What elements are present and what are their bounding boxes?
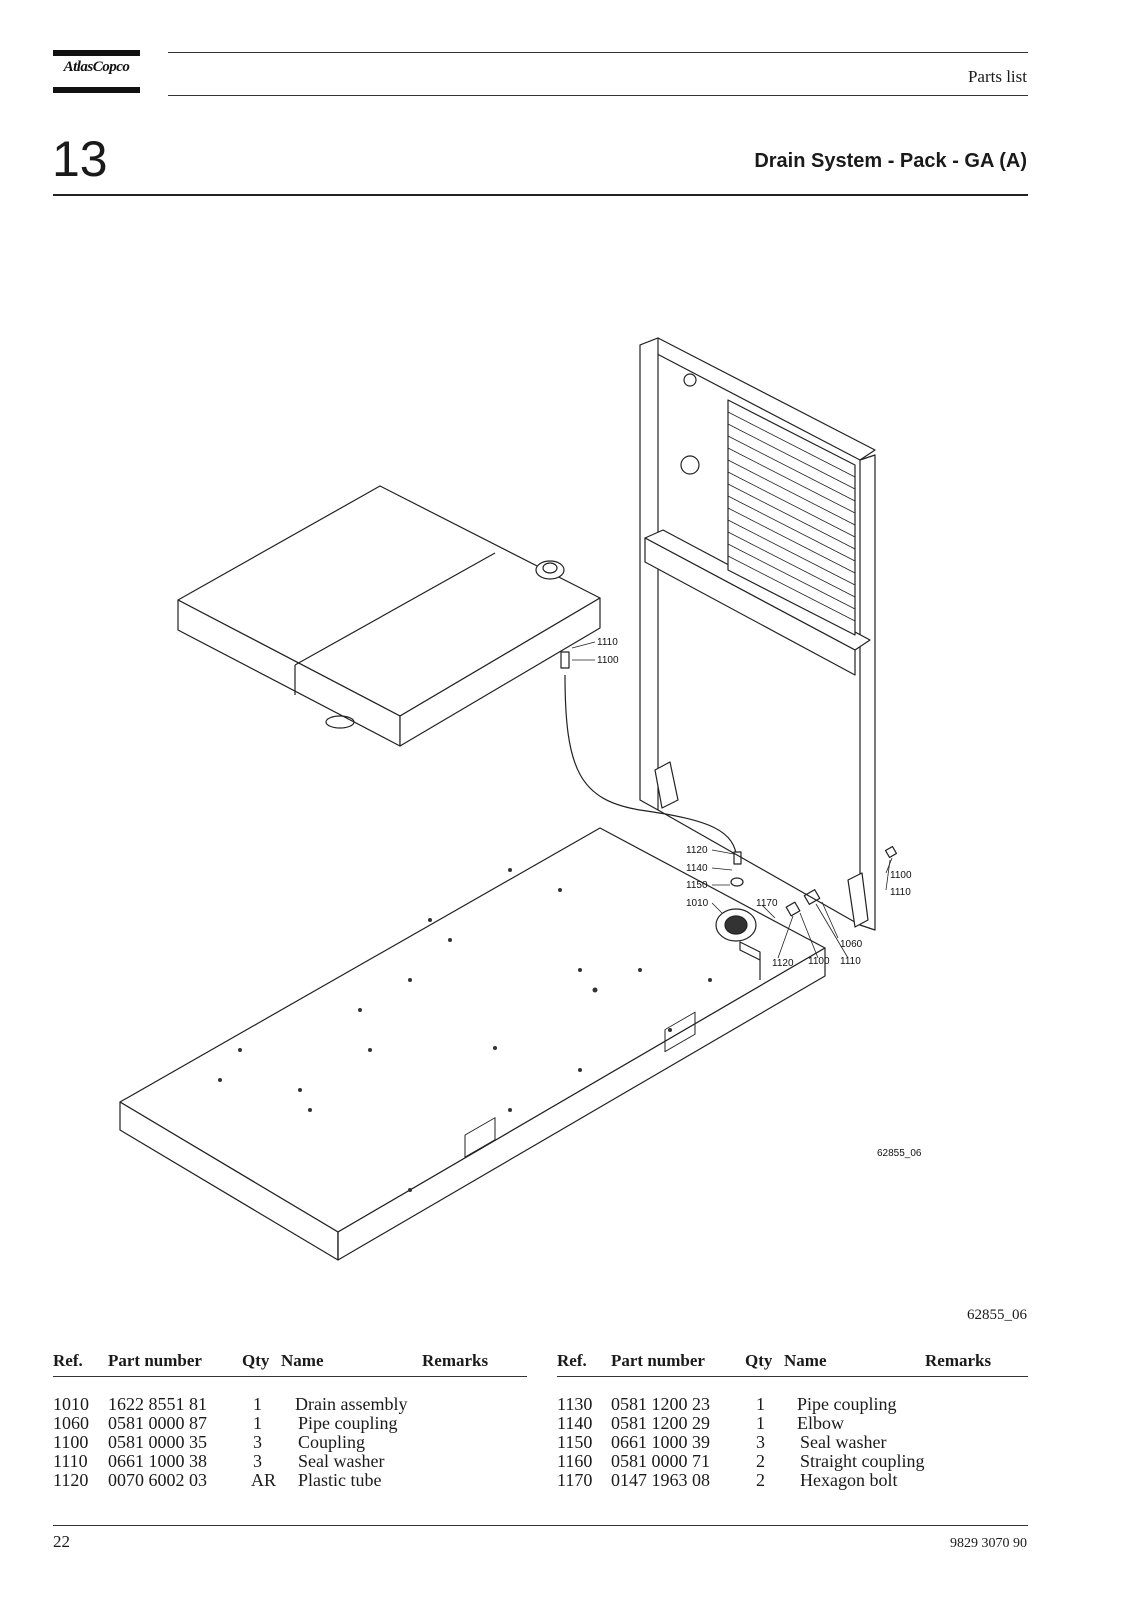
- header-title: Parts list: [967, 67, 1027, 86]
- row-name: Seal washer: [298, 1451, 385, 1471]
- header-ref: Ref.: [53, 1351, 83, 1370]
- logo-bar-bottom: [53, 87, 140, 93]
- header-rule-left: [53, 1376, 527, 1377]
- row-name: Drain assembly: [295, 1394, 408, 1414]
- row-qty: AR: [251, 1470, 277, 1490]
- header-part-number: Part number: [108, 1351, 202, 1370]
- document-number: 9829 3070 90: [950, 1536, 1027, 1551]
- header-remarks: Remarks: [925, 1351, 992, 1370]
- callout-1110-top: 1110: [597, 637, 618, 648]
- row-ref: 1120: [53, 1470, 89, 1490]
- row-part: 0581 1200 23: [611, 1394, 710, 1414]
- header-rule-bottom: [168, 95, 1028, 96]
- header-name: Name: [784, 1351, 827, 1370]
- callout-1100-top: 1100: [597, 655, 619, 666]
- header-rule-top: [168, 52, 1028, 53]
- row-part: 0147 1963 08: [611, 1470, 710, 1490]
- callout-1010: 1010: [686, 898, 709, 909]
- row-ref: 1140: [557, 1413, 593, 1433]
- callout-1150: 1150: [686, 880, 708, 891]
- callout-1170: 1170: [756, 898, 778, 909]
- row-ref: 1100: [53, 1432, 89, 1452]
- row-part: 0661 1000 39: [611, 1432, 710, 1452]
- row-ref: 1130: [557, 1394, 593, 1414]
- row-part: 0581 0000 35: [108, 1432, 207, 1452]
- exploded-parts-drawing: 1110 1100 1120 1140 1150 1010 1170 1100 …: [110, 330, 960, 1280]
- row-qty: 1: [756, 1394, 765, 1414]
- row-ref: 1060: [53, 1413, 89, 1433]
- drawing-svg: 1110 1100 1120 1140 1150 1010 1170 1100 …: [119, 337, 922, 1261]
- header-qty: Qty: [745, 1351, 773, 1370]
- header-ref: Ref.: [557, 1351, 587, 1370]
- row-name: Pipe coupling: [298, 1413, 398, 1433]
- row-name: Elbow: [797, 1413, 844, 1433]
- section-rule: [53, 194, 1028, 196]
- callout-1140: 1140: [686, 863, 708, 874]
- row-part: 0581 0000 87: [108, 1413, 207, 1433]
- row-name: Plastic tube: [298, 1470, 382, 1490]
- row-part: 0070 6002 03: [108, 1470, 207, 1490]
- callout-1100-right: 1100: [890, 870, 912, 881]
- vertical-frame-outline: [639, 337, 876, 931]
- row-part: 0581 1200 29: [611, 1413, 710, 1433]
- row-ref: 1110: [53, 1451, 88, 1471]
- drain-assembly-shape: [715, 908, 761, 980]
- header-rule-right: [557, 1376, 1028, 1377]
- row-ref: 1160: [557, 1451, 593, 1471]
- cooler-panel-outline: [177, 485, 601, 747]
- row-part: 1622 8551 81: [108, 1394, 207, 1414]
- header-qty: Qty: [242, 1351, 270, 1370]
- row-qty: 2: [756, 1470, 765, 1490]
- row-ref: 1010: [53, 1394, 89, 1414]
- callout-1110-right: 1110: [890, 887, 911, 898]
- callout-1100-bottom: 1100: [808, 956, 830, 967]
- logo-bar-top: [53, 50, 140, 56]
- row-qty: 1: [253, 1413, 262, 1433]
- footer-rule: [53, 1525, 1028, 1526]
- base-frame-outline: [119, 827, 826, 1261]
- row-qty: 3: [253, 1432, 262, 1452]
- row-name: Seal washer: [800, 1432, 887, 1452]
- row-name: Hexagon bolt: [800, 1470, 898, 1490]
- row-name: Straight coupling: [800, 1451, 925, 1471]
- row-qty: 3: [253, 1451, 262, 1471]
- row-part: 0581 0000 71: [611, 1451, 710, 1471]
- row-qty: 3: [756, 1432, 765, 1452]
- row-qty: 2: [756, 1451, 765, 1471]
- figure-id: 62855_06: [967, 1307, 1027, 1323]
- header-name: Name: [281, 1351, 324, 1370]
- header-remarks: Remarks: [422, 1351, 489, 1370]
- row-qty: 1: [253, 1394, 262, 1414]
- row-part: 0661 1000 38: [108, 1451, 207, 1471]
- row-ref: 1170: [557, 1470, 593, 1490]
- row-qty: 1: [756, 1413, 765, 1433]
- atlas-copco-logo: AtlasCopco: [53, 50, 140, 93]
- callout-1120-bottom: 1120: [772, 958, 794, 969]
- logo-text: AtlasCopco: [63, 59, 130, 75]
- callout-1120: 1120: [686, 845, 708, 856]
- figure-id-inner: 62855_06: [877, 1148, 922, 1159]
- row-name: Pipe coupling: [797, 1394, 897, 1414]
- chapter-number: 13: [52, 131, 108, 187]
- callout-1110-bottom: 1110: [840, 956, 861, 967]
- page-number: 22: [53, 1532, 70, 1551]
- callout-1060: 1060: [840, 939, 863, 950]
- row-name: Coupling: [298, 1432, 366, 1452]
- section-title: Drain System - Pack - GA (A): [754, 150, 1027, 172]
- row-ref: 1150: [557, 1432, 593, 1452]
- header-part-number: Part number: [611, 1351, 705, 1370]
